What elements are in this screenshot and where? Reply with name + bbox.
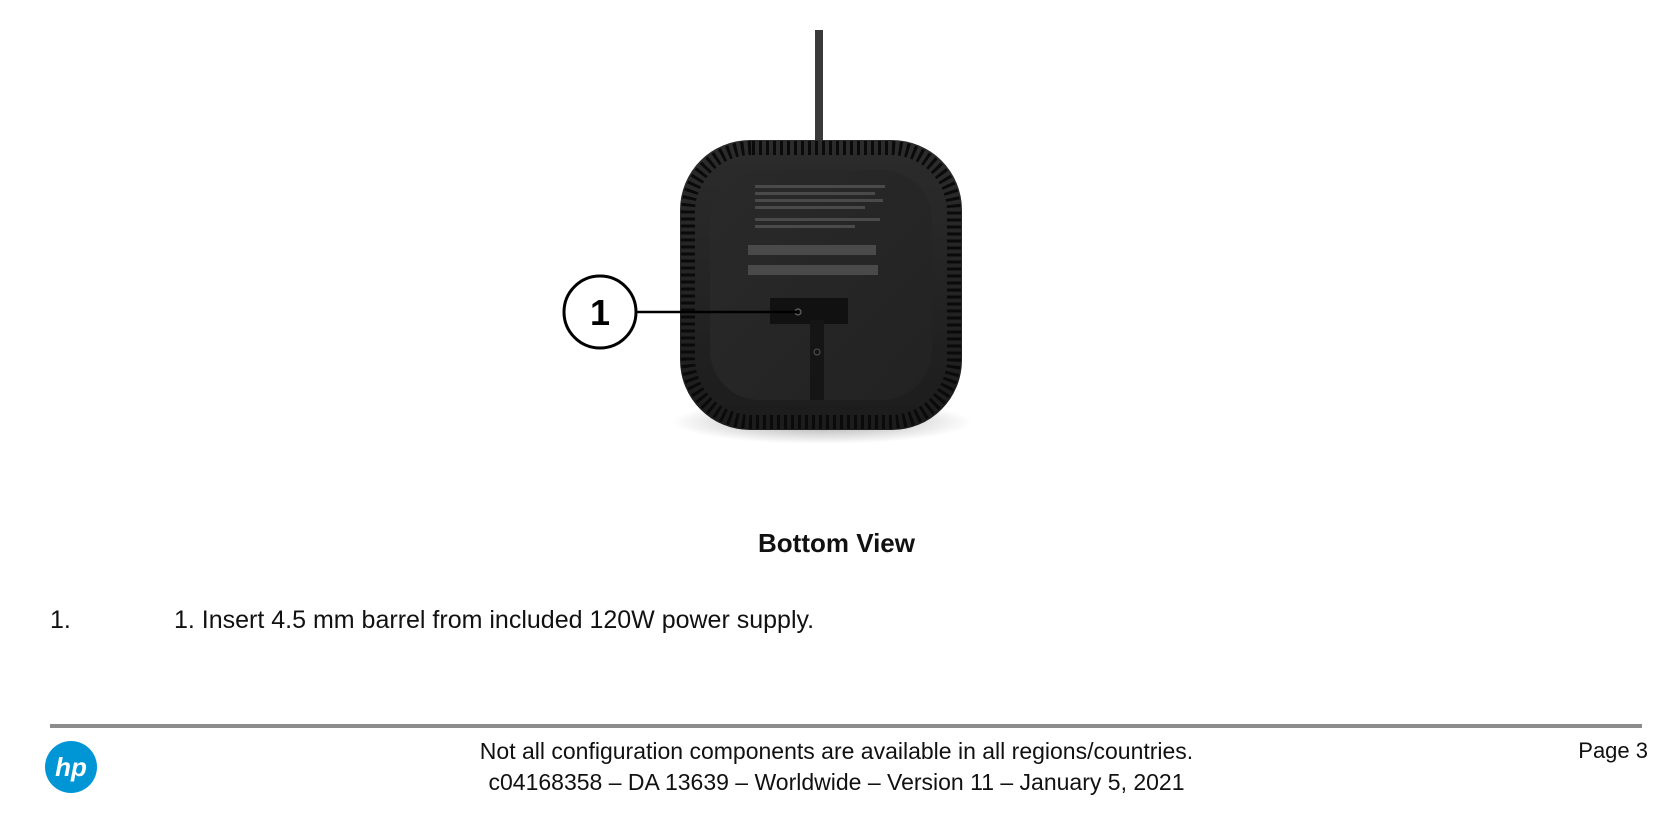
power-cable [815,30,823,160]
list-number: 1. [50,606,71,634]
hp-logo-icon: hp [44,740,98,794]
footer-divider [50,724,1642,728]
product-image-bottom-view: 1 [560,30,1120,470]
footer-document-id: c04168358 – DA 13639 – Worldwide – Versi… [488,769,1185,795]
page-number: Page 3 [1578,738,1648,763]
footer-text: Not all configuration components are ava… [0,736,1673,798]
callout-circle [562,274,638,350]
footer-availability-note: Not all configuration components are ava… [479,738,1194,764]
figure-caption: Bottom View [758,528,915,558]
svg-text:hp: hp [55,752,87,782]
list-text: 1. Insert 4.5 mm barrel from included 12… [174,606,815,634]
callout-number: 1 [590,292,610,333]
power-plug [810,320,824,400]
